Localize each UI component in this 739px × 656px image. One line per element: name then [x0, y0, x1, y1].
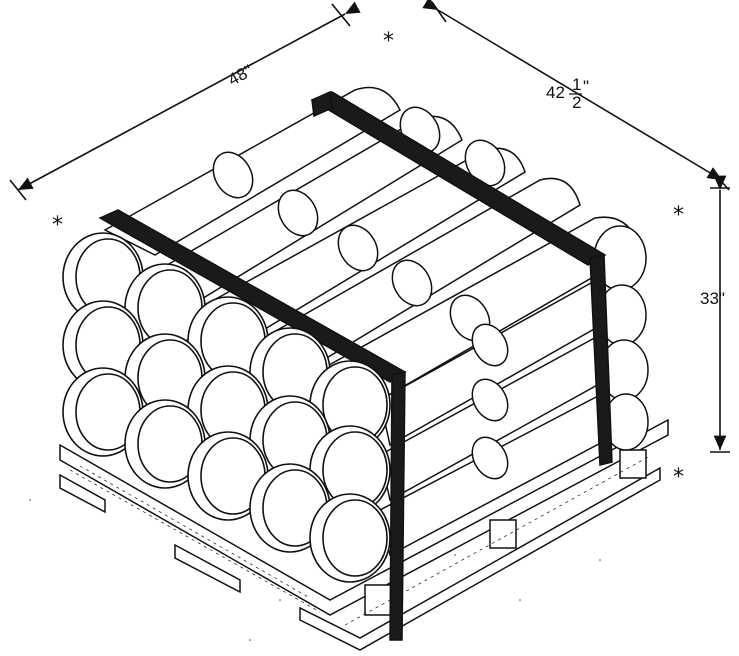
- tube-end: [124, 263, 206, 353]
- strap: [389, 371, 406, 641]
- load-straps: [98, 90, 613, 641]
- tube-end: [187, 296, 269, 386]
- pallet-block: [619, 449, 647, 479]
- svg-text:42: 42: [546, 83, 565, 102]
- width-label: 42 1 2 ": [546, 75, 589, 112]
- tube-end: [62, 367, 144, 457]
- tube-end: [62, 232, 144, 322]
- svg-text:2: 2: [572, 93, 581, 112]
- reference-marker: *: [52, 213, 63, 238]
- tube-end: [124, 399, 206, 489]
- pallet-block: [489, 519, 517, 549]
- pallet: [59, 418, 669, 651]
- svg-text:1: 1: [572, 75, 581, 94]
- pallet-bottom-board: [299, 466, 661, 651]
- strap: [589, 254, 613, 466]
- width-dimension-line: [422, 0, 723, 181]
- tube-body: [103, 86, 401, 256]
- pallet-bottom-board: [174, 543, 241, 594]
- pallet-block: [364, 584, 394, 616]
- tube-end: [309, 360, 391, 450]
- tube-end-faces: [62, 232, 391, 583]
- tube-end: [309, 493, 391, 583]
- length-dimension-line: [17, 1, 361, 191]
- reference-marker: *: [673, 465, 684, 490]
- strap: [311, 90, 333, 118]
- reference-marker: *: [673, 203, 684, 228]
- pallet-bottom-board: [59, 473, 106, 514]
- height-label: 33": [700, 289, 725, 308]
- reference-marker: *: [383, 29, 394, 54]
- svg-text:": ": [583, 77, 589, 96]
- texture-dots: [29, 499, 601, 641]
- dimension-lines: [9, 0, 730, 453]
